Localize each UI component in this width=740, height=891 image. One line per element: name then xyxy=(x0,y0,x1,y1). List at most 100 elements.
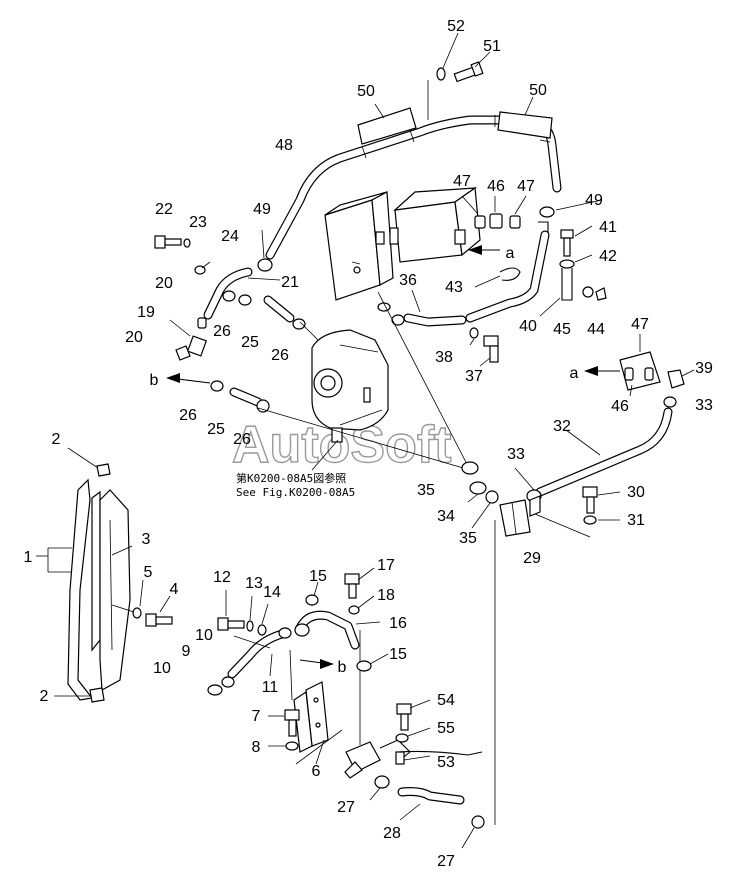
label-36: 36 xyxy=(399,272,417,289)
hose-28 xyxy=(374,775,485,829)
washer-14 xyxy=(257,624,267,636)
clamp-15-lower xyxy=(356,660,372,672)
label-38: 38 xyxy=(435,349,453,366)
label-23: 23 xyxy=(189,214,207,231)
arrow-a-right xyxy=(584,366,620,376)
label-2: 2 xyxy=(40,688,49,705)
hose-9-11 xyxy=(207,627,292,696)
washer-52 xyxy=(436,67,446,81)
label-33: 33 xyxy=(695,397,713,414)
heater-unit-front xyxy=(389,186,481,263)
label-46: 46 xyxy=(611,398,629,415)
label-55: 55 xyxy=(437,720,455,737)
bolt-41 xyxy=(560,225,593,257)
label-17: 17 xyxy=(377,557,395,574)
hose-16 xyxy=(294,610,360,650)
label-30: 30 xyxy=(627,484,645,501)
bracket-29 xyxy=(499,495,541,537)
label-5: 5 xyxy=(144,564,153,581)
valve-53 xyxy=(344,739,483,779)
label-26: 26 xyxy=(271,347,289,364)
label-48: 48 xyxy=(275,137,293,154)
bolt-4 xyxy=(145,595,173,627)
label-22: 22 xyxy=(155,201,173,218)
label-54: 54 xyxy=(437,692,455,709)
label-27: 27 xyxy=(337,799,355,816)
reference-note-en: See Fig.K0200-08A5 xyxy=(236,486,355,499)
clamp-35-lower xyxy=(485,490,499,504)
heater-core-unit xyxy=(311,329,389,443)
label-51: 51 xyxy=(483,38,501,55)
bracket-6 xyxy=(293,681,329,753)
arrow-b-mid xyxy=(299,659,334,669)
pipe-40 xyxy=(465,230,550,323)
clamp-34 xyxy=(469,481,487,495)
bolt-17 xyxy=(344,567,375,599)
label-43: 43 xyxy=(445,279,463,296)
letter-b-left: b xyxy=(150,372,159,389)
label-32: 32 xyxy=(553,418,571,435)
label-19: 19 xyxy=(137,304,155,321)
label-27: 27 xyxy=(437,853,455,870)
label-20: 20 xyxy=(155,275,173,292)
label-34: 34 xyxy=(437,508,455,525)
letter-b-mid: b xyxy=(338,659,347,676)
label-8: 8 xyxy=(252,739,261,756)
arrow-b-left xyxy=(166,373,211,384)
bolt-30 xyxy=(582,486,598,514)
hose-25-lower xyxy=(210,380,270,413)
label-35: 35 xyxy=(417,482,435,499)
label-24: 24 xyxy=(221,228,239,245)
hose-21 xyxy=(203,267,253,320)
label-10: 10 xyxy=(195,627,213,644)
leader-3 xyxy=(111,545,133,556)
label-33: 33 xyxy=(507,446,525,463)
label-50: 50 xyxy=(529,82,547,99)
label-26: 26 xyxy=(233,431,251,448)
label-11: 11 xyxy=(262,679,279,696)
leader-51 xyxy=(474,51,491,68)
label-42: 42 xyxy=(599,248,617,265)
washer-31 xyxy=(583,515,597,525)
reference-note-ja: 第K0200-08A5図参照 xyxy=(236,471,346,485)
clamp-15-upper xyxy=(305,594,319,606)
bolt-7 xyxy=(268,709,300,737)
label-45: 45 xyxy=(553,321,571,338)
shroud-3 xyxy=(99,489,131,691)
grommet-2-top xyxy=(67,447,111,477)
label-47: 47 xyxy=(631,316,649,333)
label-44: 44 xyxy=(587,321,605,338)
label-53: 53 xyxy=(437,754,455,771)
bolt-51 xyxy=(453,61,484,83)
grommet-2-bottom xyxy=(54,687,105,703)
letter-a-top: a xyxy=(506,245,515,262)
washer-38 xyxy=(469,327,479,339)
callout-labels: 1 2 2 3 4 5 6 7 8 9 10 10 11 12 13 14 15… xyxy=(24,18,713,870)
label-14: 14 xyxy=(263,584,281,601)
bolt-22 xyxy=(154,235,182,249)
label-49: 49 xyxy=(253,201,271,218)
label-15: 15 xyxy=(389,646,407,663)
label-18: 18 xyxy=(377,587,395,604)
washer-5 xyxy=(132,607,142,619)
label-9: 9 xyxy=(182,643,191,660)
clamp-35-upper xyxy=(461,461,479,475)
letter-a-right: a xyxy=(570,365,579,382)
label-2: 2 xyxy=(52,431,61,448)
label-26: 26 xyxy=(213,323,231,340)
clamp-43 xyxy=(474,267,521,288)
label-47: 47 xyxy=(517,178,535,195)
fitting-19 xyxy=(175,317,208,361)
label-12: 12 xyxy=(213,569,231,586)
bolt-37 xyxy=(479,335,499,367)
clip-42 xyxy=(559,254,593,301)
label-29: 29 xyxy=(523,550,541,567)
label-50: 50 xyxy=(357,83,375,100)
label-47: 47 xyxy=(453,173,471,190)
leader-29-31 xyxy=(534,513,591,538)
label-20: 20 xyxy=(125,329,143,346)
heater-unit-back xyxy=(324,191,394,301)
label-16: 16 xyxy=(389,615,407,632)
leader-52 xyxy=(442,32,459,69)
hose-32 xyxy=(526,407,673,503)
